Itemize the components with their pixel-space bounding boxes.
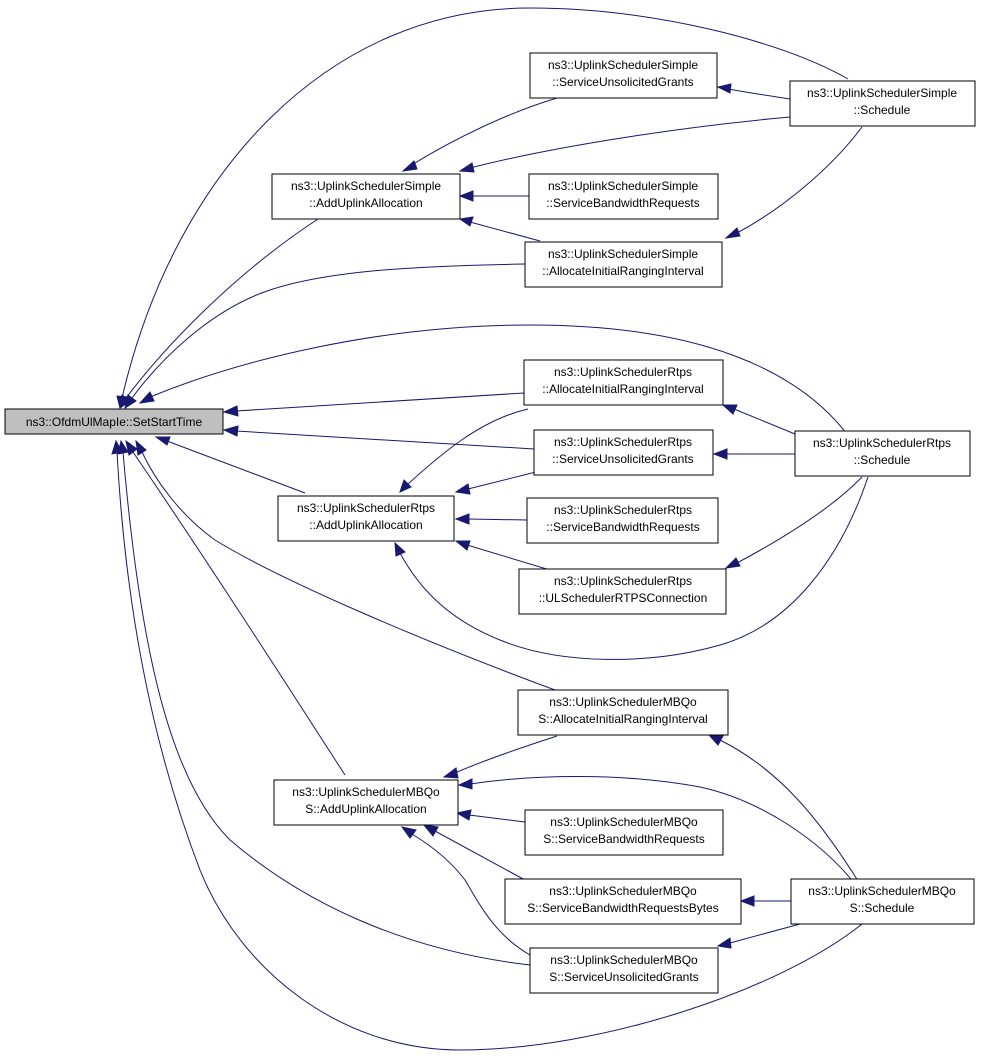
node-rtps-serviceunsolicitedgrants[interactable]: ns3::UplinkSchedulerRtps ::ServiceUnsoli… bbox=[533, 429, 714, 476]
node-label-line-2: S::ServiceBandwidthRequestsBytes bbox=[527, 901, 718, 915]
node-mbqos-allocateinitialranginginterval[interactable]: ns3::UplinkSchedulerMBQo S::AllocateInit… bbox=[517, 689, 729, 736]
node-label-line-2: ::ULSchedulerRTPSConnection bbox=[539, 591, 708, 605]
node-simple-schedule[interactable]: ns3::UplinkSchedulerSimple ::Schedule bbox=[789, 80, 976, 127]
node-rtps-servicebandwidthrequests[interactable]: ns3::UplinkSchedulerRtps ::ServiceBandwi… bbox=[526, 497, 719, 544]
edge-rtps-airi-to-root bbox=[222, 392, 525, 417]
node-mbqos-servicebandwidthrequestsbytes[interactable]: ns3::UplinkSchedulerMBQo S::ServiceBandw… bbox=[504, 878, 742, 925]
edge-simple-schedule-to-simple-add bbox=[458, 116, 791, 173]
node-label-line-1: ns3::UplinkSchedulerRtps bbox=[554, 435, 692, 449]
node-label-line-1: ns3::UplinkSchedulerMBQo bbox=[292, 785, 440, 799]
edge-simple-schedule-to-simple-airi bbox=[724, 126, 863, 239]
node-label-line-1: ns3::UplinkSchedulerSimple bbox=[548, 179, 698, 193]
node-label-line-1: ns3::UplinkSchedulerRtps bbox=[297, 501, 435, 515]
node-label-line-2: ::AddUplinkAllocation bbox=[309, 518, 422, 532]
edge-mbqos-schedule-to-mbqos-add bbox=[457, 776, 856, 885]
node-label-line-2: S::AllocateInitialRangingInterval bbox=[538, 712, 707, 726]
node-label-line-1: ns3::UplinkSchedulerRtps bbox=[554, 574, 692, 588]
node-label-line-2: ::AllocateInitialRangingInterval bbox=[542, 382, 703, 396]
edge-rtps-sug-to-root bbox=[222, 425, 535, 450]
edge-rtps-add-to-root bbox=[154, 436, 306, 494]
node-simple-servicebandwidthrequests[interactable]: ns3::UplinkSchedulerSimple ::ServiceBand… bbox=[528, 173, 719, 220]
node-label-line-1: ns3::UplinkSchedulerMBQo bbox=[549, 695, 697, 709]
node-label-line-1: ns3::UplinkSchedulerRtps bbox=[554, 503, 692, 517]
node-label-line-1: ns3::UplinkSchedulerSimple bbox=[548, 58, 698, 72]
edge-simple-add-to-root bbox=[119, 218, 319, 410]
edge-simple-schedule-to-simple-sug bbox=[716, 83, 791, 100]
node-label-line-2: ::AllocateInitialRangingInterval bbox=[542, 264, 703, 278]
edge-rtps-schedule-to-root bbox=[138, 324, 851, 439]
edge-rtps-conn-to-rtps-add bbox=[454, 540, 551, 571]
node-mbqos-adduplinkallocation[interactable]: ns3::UplinkSchedulerMBQo S::AddUplinkAll… bbox=[273, 779, 459, 826]
node-label-line-1: ns3::UplinkSchedulerSimple bbox=[548, 247, 698, 261]
edge-mbqos-schedule-to-mbqos-sug bbox=[716, 923, 801, 949]
edge-rtps-airi-to-rtps-add bbox=[399, 408, 529, 493]
edge-rtps-schedule-to-rtps-airi bbox=[721, 404, 796, 435]
node-label-line-2: S::AddUplinkAllocation bbox=[305, 802, 426, 816]
node-rtps-adduplinkallocation[interactable]: ns3::UplinkSchedulerRtps ::AddUplinkAllo… bbox=[277, 495, 455, 542]
node-simple-adduplinkallocation[interactable]: ns3::UplinkSchedulerSimple ::AddUplinkAl… bbox=[271, 173, 461, 220]
edge-mbqos-sbrb-to-mbqos-add bbox=[422, 824, 526, 881]
node-label-line-1: ns3::UplinkSchedulerMBQo bbox=[808, 884, 956, 898]
node-label-line-2: ::ServiceBandwidthRequests bbox=[546, 196, 699, 210]
node-label-line-1: ns3::UplinkSchedulerRtps bbox=[554, 365, 692, 379]
node-label-line-2: S::ServiceUnsolicitedGrants bbox=[549, 970, 698, 984]
node-ofdm-ulmapie-setstarttime[interactable]: ns3::OfdmUlMapIe::SetStartTime bbox=[4, 408, 224, 435]
node-label-line-2: ::Schedule bbox=[854, 453, 911, 467]
node-rtps-schedule[interactable]: ns3::UplinkSchedulerRtps ::Schedule bbox=[794, 430, 971, 477]
node-label-line-2: S::ServiceBandwidthRequests bbox=[543, 832, 704, 846]
node-label-line-1: ns3::UplinkSchedulerSimple bbox=[807, 86, 957, 100]
edge-simple-schedule-to-root bbox=[116, 7, 849, 410]
edges-layer bbox=[111, 7, 869, 1051]
edge-rtps-schedule-to-rtps-sug bbox=[712, 448, 795, 460]
edge-mbqos-add-to-root bbox=[125, 439, 346, 776]
node-simple-allocateinitialranginginterval[interactable]: ns3::UplinkSchedulerSimple ::AllocateIni… bbox=[524, 241, 723, 288]
node-label-line-2: ::ServiceBandwidthRequests bbox=[546, 520, 699, 534]
edge-rtps-sbr-to-rtps-add bbox=[454, 513, 528, 525]
node-label-line-2: ::ServiceUnsolicitedGrants bbox=[552, 75, 693, 89]
node-mbqos-servicebandwidthrequests[interactable]: ns3::UplinkSchedulerMBQo S::ServiceBandw… bbox=[524, 809, 724, 856]
node-label-line-1: ns3::UplinkSchedulerMBQo bbox=[549, 884, 697, 898]
edge-mbqos-schedule-to-mbqos-airi bbox=[707, 734, 861, 885]
edge-mbqos-airi-to-mbqos-add bbox=[442, 735, 558, 779]
edge-mbqos-sbr-to-mbqos-add bbox=[455, 809, 526, 823]
node-label-line-2: ::Schedule bbox=[854, 103, 911, 117]
edge-simple-sug-to-simple-add bbox=[401, 97, 558, 172]
edge-simple-airi-to-simple-add bbox=[458, 216, 541, 242]
node-label-line-1: ns3::UplinkSchedulerMBQo bbox=[550, 953, 698, 967]
node-label-line-1: ns3::UplinkSchedulerSimple bbox=[291, 179, 441, 193]
edge-simple-airi-to-root bbox=[124, 263, 526, 410]
nodes-layer: ns3::OfdmUlMapIe::SetStartTime ns3::Upli… bbox=[4, 52, 976, 994]
edge-mbqos-sug-to-mbqos-add bbox=[400, 826, 531, 956]
node-label-line-1: ns3::UplinkSchedulerRtps bbox=[813, 436, 951, 450]
node-label-line-1: ns3::UplinkSchedulerMBQo bbox=[550, 815, 698, 829]
edge-simple-sbr-to-simple-add bbox=[458, 190, 529, 202]
node-simple-serviceunsolicitedgrants[interactable]: ns3::UplinkSchedulerSimple ::ServiceUnso… bbox=[529, 52, 718, 99]
edge-rtps-sug-to-rtps-add bbox=[454, 470, 541, 495]
node-mbqos-serviceunsolicitedgrants[interactable]: ns3::UplinkSchedulerMBQo S::ServiceUnsol… bbox=[529, 947, 719, 994]
node-label-line-2: ::AddUplinkAllocation bbox=[309, 196, 422, 210]
edge-rtps-schedule-to-rtps-conn bbox=[724, 476, 863, 569]
node-rtps-ulschedulerrtpsconnection[interactable]: ns3::UplinkSchedulerRtps ::ULSchedulerRT… bbox=[518, 568, 727, 615]
node-rtps-allocateinitialranginginterval[interactable]: ns3::UplinkSchedulerRtps ::AllocateIniti… bbox=[523, 359, 724, 406]
node-label-line-2: ::ServiceUnsolicitedGrants bbox=[552, 452, 693, 466]
edge-rtps-schedule-to-rtps-add bbox=[394, 476, 869, 660]
node-mbqos-schedule[interactable]: ns3::UplinkSchedulerMBQo S::Schedule bbox=[790, 878, 975, 925]
node-label: ns3::OfdmUlMapIe::SetStartTime bbox=[26, 415, 203, 429]
edge-mbqos-airi-to-root bbox=[135, 439, 556, 691]
node-label-line-2: S::Schedule bbox=[850, 901, 915, 915]
edge-mbqos-schedule-to-root bbox=[111, 439, 863, 1051]
edge-mbqos-schedule-to-mbqos-sbrb bbox=[739, 895, 791, 907]
